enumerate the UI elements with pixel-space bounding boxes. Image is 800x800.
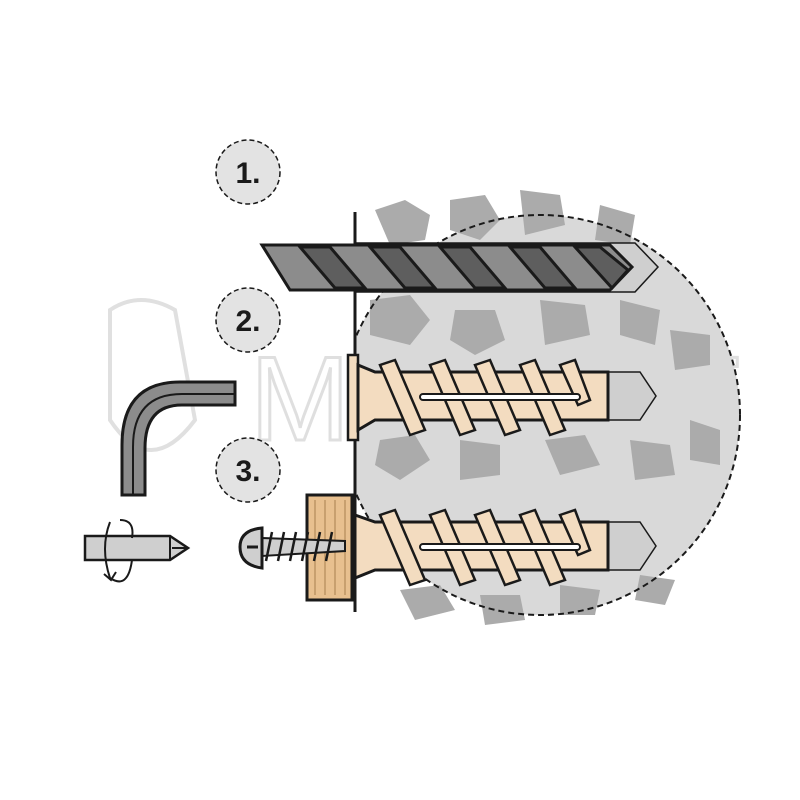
step-3-label: 3. [235, 455, 260, 488]
rotation-arrow-icon [103, 519, 134, 583]
hex-key-icon [120, 380, 237, 497]
step-2-label: 2. [235, 305, 260, 338]
stone-aggregate [370, 190, 720, 625]
mounting-screw [238, 526, 346, 570]
step-1-label: 1. [235, 157, 260, 190]
concrete-screw-anchor [346, 353, 657, 442]
installed-anchor-with-fixture [238, 493, 657, 602]
drill-bit [259, 242, 660, 293]
section-outline [355, 214, 741, 616]
screwdriver-bit-icon [83, 519, 191, 583]
step-3-badge: 3. [215, 437, 281, 503]
step-1-badge: 1. [215, 139, 281, 205]
step-2-badge: 2. [215, 287, 281, 353]
